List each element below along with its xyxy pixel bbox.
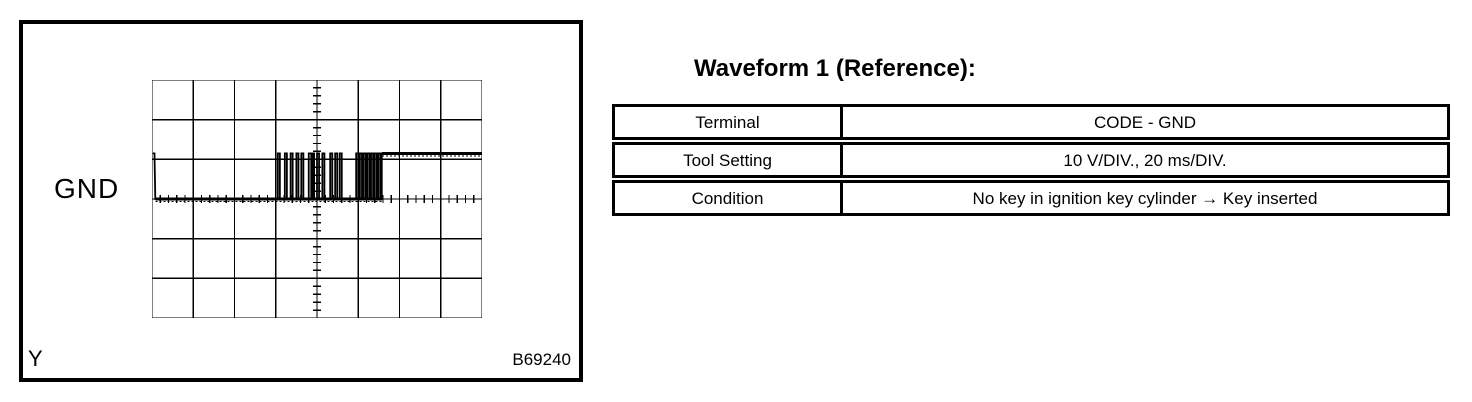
table-row-tool-setting: Tool Setting 10 V/DIV., 20 ms/DIV. <box>612 142 1450 178</box>
table-row-terminal: Terminal CODE - GND <box>612 104 1450 140</box>
oscilloscope-graticule <box>152 80 482 318</box>
waveform-title: Waveform 1 (Reference): <box>694 55 976 82</box>
reference-table: Terminal CODE - GND Tool Setting 10 V/DI… <box>612 104 1450 216</box>
figure-id-label: B69240 <box>512 350 571 369</box>
condition-row-value: No key in ignition key cylinder → Key in… <box>972 188 1318 208</box>
figure-corner-marker: Y <box>28 346 43 371</box>
tool-setting-row-label: Tool Setting <box>615 145 843 175</box>
condition-row-label: Condition <box>615 183 843 213</box>
waveform-figure-panel: GND Y B69240 <box>19 20 583 382</box>
terminal-row-label: Terminal <box>615 107 843 137</box>
table-row-condition: Condition No key in ignition key cylinde… <box>612 180 1450 216</box>
waveform-trace <box>152 152 482 200</box>
gnd-baseline-label: GND <box>54 173 120 204</box>
tool-setting-row-value: 10 V/DIV., 20 ms/DIV. <box>1063 150 1227 170</box>
terminal-row-value: CODE - GND <box>1094 112 1196 132</box>
